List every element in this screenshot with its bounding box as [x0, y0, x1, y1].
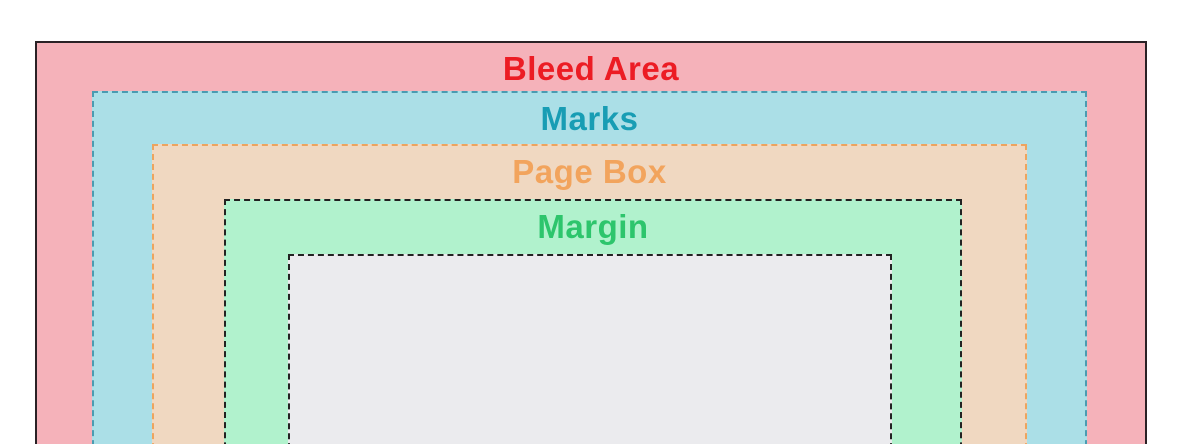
- bleed-area-label: Bleed Area: [502, 50, 680, 87]
- page-box-label: Page Box: [512, 153, 667, 190]
- marks-label: Marks: [540, 100, 639, 137]
- trim-content-area-box: [288, 254, 892, 444]
- margin-label: Margin: [537, 208, 649, 245]
